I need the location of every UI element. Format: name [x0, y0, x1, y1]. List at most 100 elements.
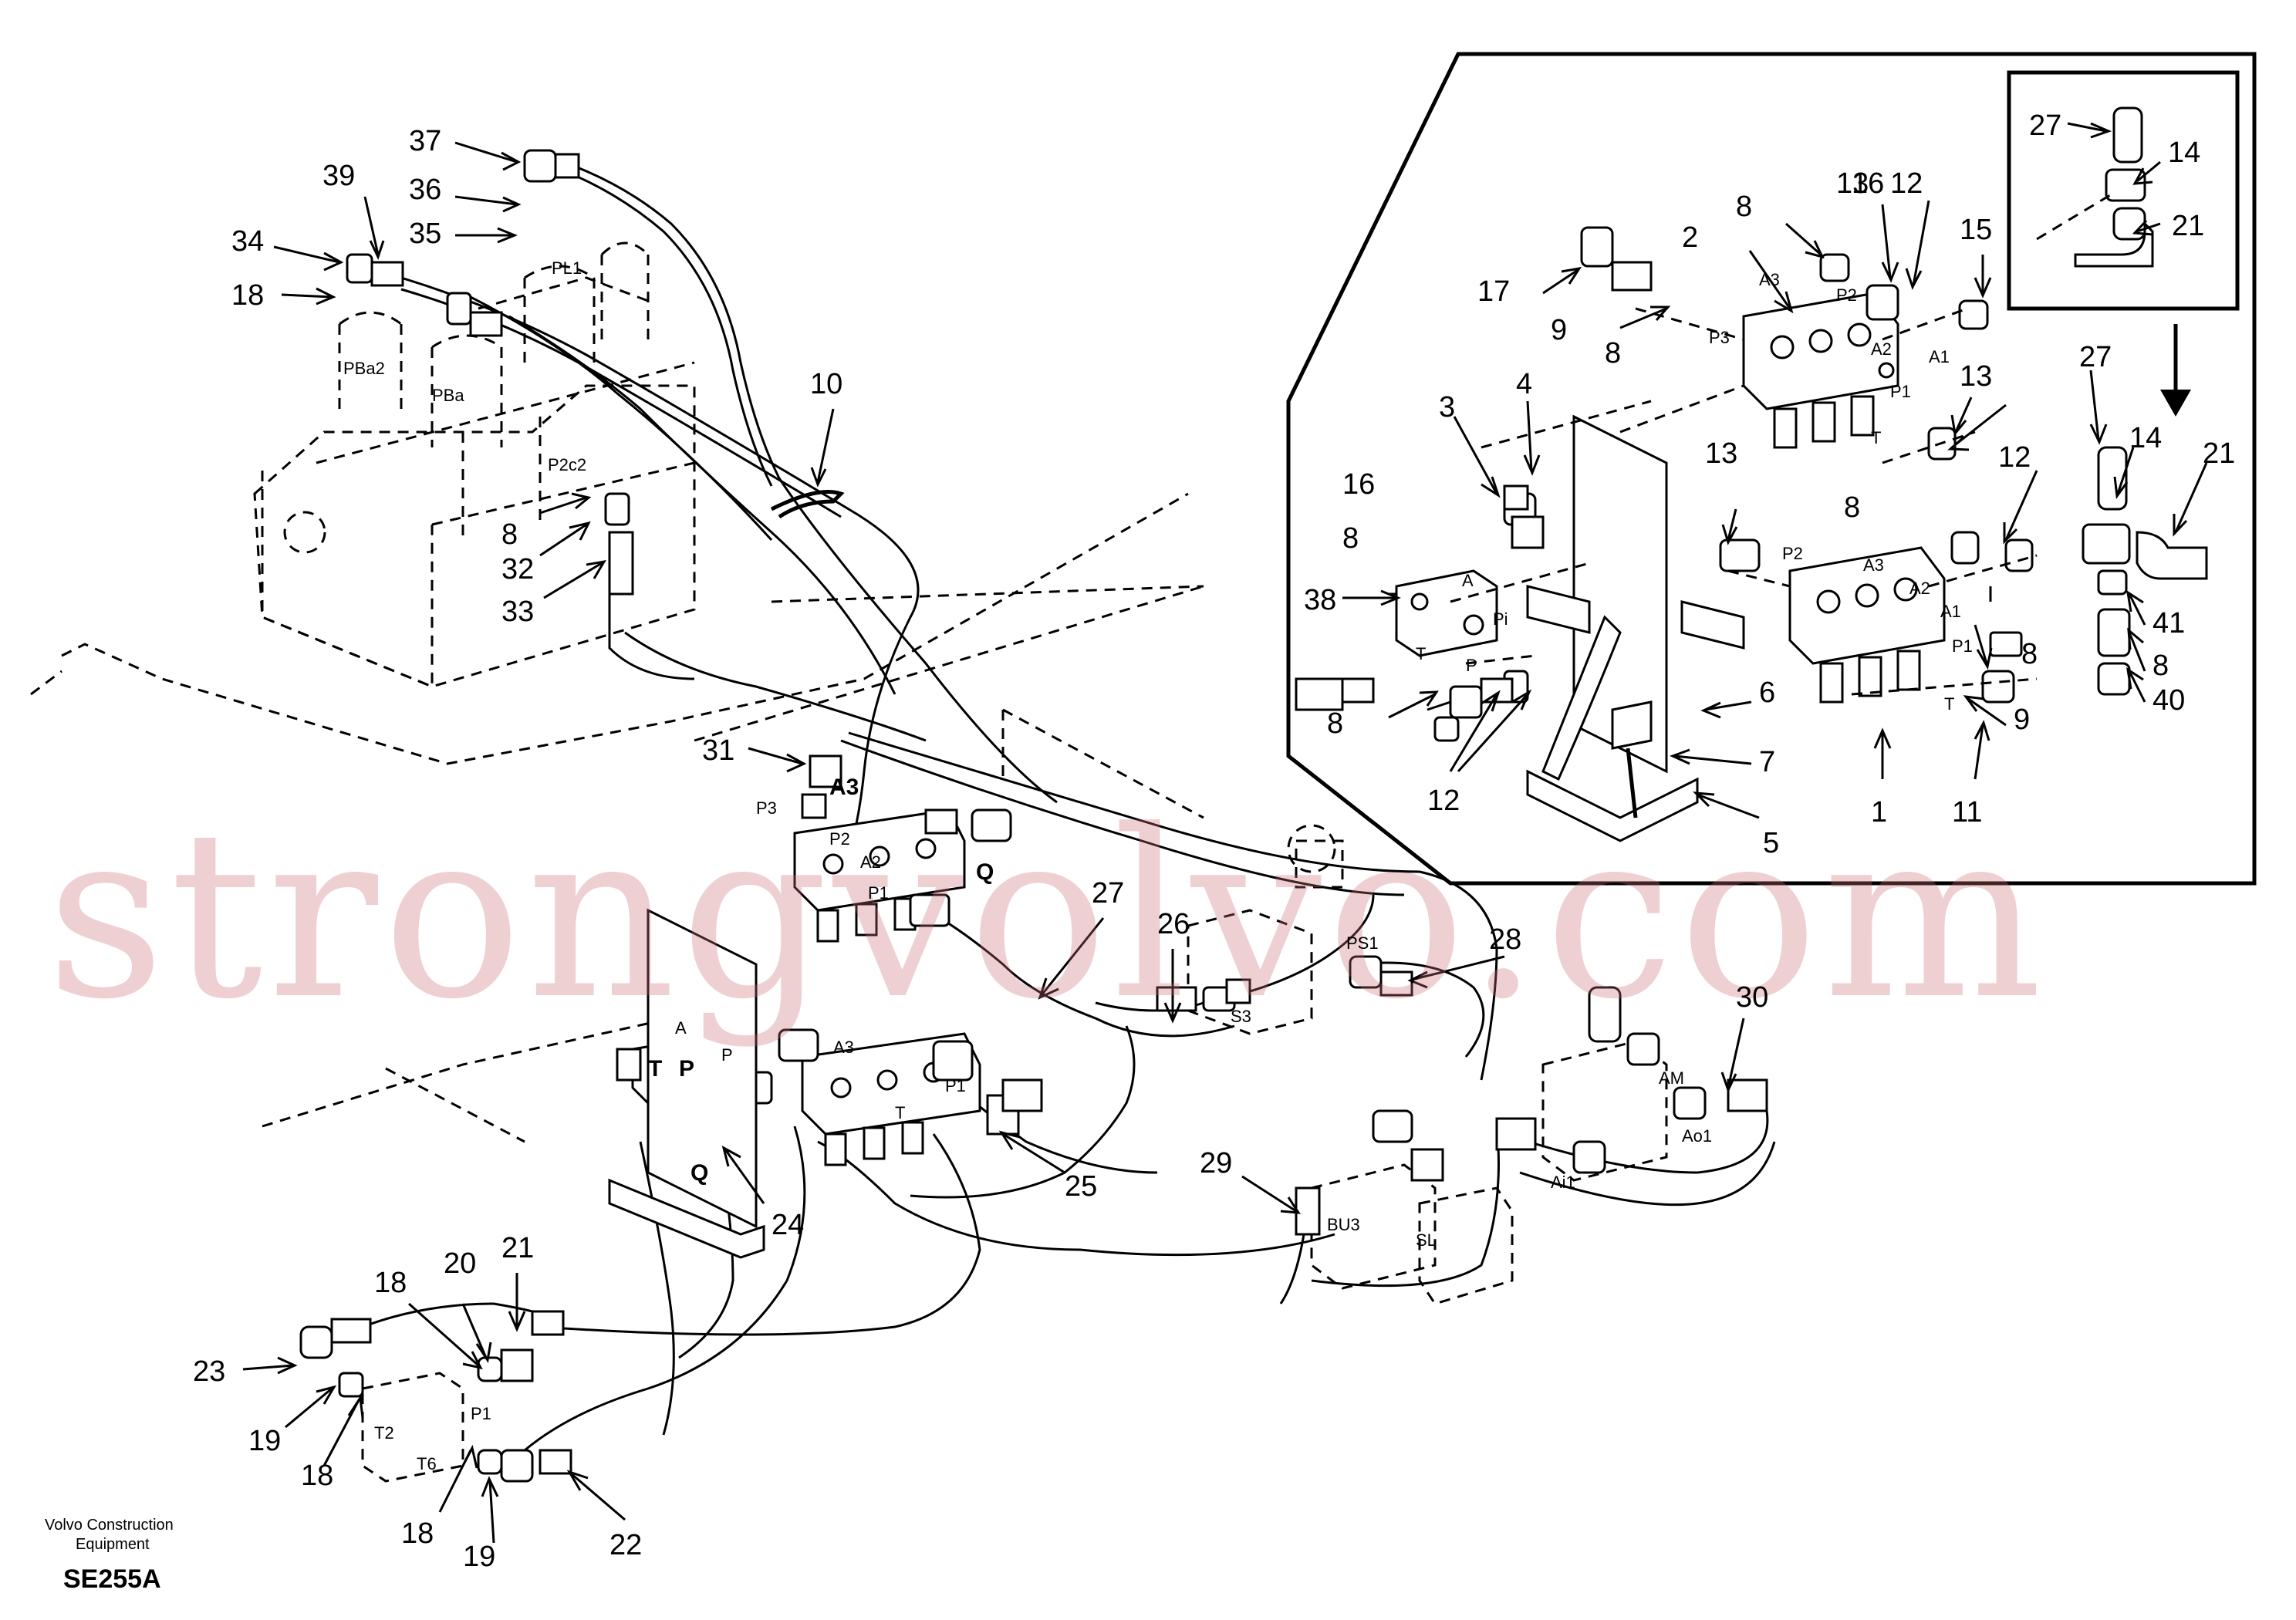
- port-s3: S3: [1231, 1007, 1251, 1026]
- callout-9: 9: [1551, 314, 1567, 346]
- port-t-lower: T: [895, 1103, 905, 1122]
- port-a-small: A: [675, 1018, 687, 1038]
- callout-27: 27: [1092, 877, 1124, 910]
- callout-30: 30: [1736, 981, 1768, 1014]
- port-p3: P3: [756, 798, 777, 818]
- callout-14-sub: 14: [2168, 137, 2200, 169]
- port-p1-block: P1: [471, 1404, 491, 1423]
- inset-port-p1: P1: [1890, 382, 1911, 401]
- callout-21-inset: 21: [2203, 437, 2235, 470]
- callout-8-inset-a: 8: [1736, 191, 1752, 223]
- callout-13: 13: [1836, 167, 1869, 200]
- inset-port-tb: T: [1944, 694, 1954, 714]
- callout-18: 18: [231, 279, 264, 312]
- inset-port-a3: A3: [1759, 270, 1780, 289]
- callout-15: 15: [1960, 214, 1992, 246]
- callout-18b: 18: [374, 1267, 407, 1299]
- watermark-text: strongvolvo.com: [46, 781, 2047, 1050]
- callout-13b: 13: [1705, 437, 1737, 470]
- port-t6: T6: [417, 1454, 437, 1473]
- callout-8-inset-e: 8: [1844, 491, 1860, 524]
- callout-12: 12: [1890, 167, 1923, 200]
- callout-28: 28: [1489, 923, 1521, 956]
- port-pba: PBa: [432, 386, 464, 405]
- callout-38: 38: [1304, 584, 1336, 616]
- callout-2: 2: [1682, 221, 1698, 254]
- callout-34: 34: [231, 225, 264, 258]
- callout-18d: 18: [401, 1517, 434, 1550]
- port-a3-lower: A3: [833, 1038, 854, 1057]
- inset-port-pi: Pi: [1493, 609, 1508, 629]
- callout-36: 36: [409, 174, 441, 206]
- callout-14-inset: 14: [2129, 422, 2162, 454]
- callout-41: 41: [2152, 607, 2185, 640]
- callout-19b: 19: [463, 1541, 495, 1573]
- callout-8-inset-g: 8: [2152, 650, 2169, 682]
- inset-port-a1: A1: [1929, 347, 1950, 366]
- port-t2: T2: [374, 1423, 394, 1443]
- callout-35: 35: [409, 218, 441, 250]
- inset-port-a2: A2: [1871, 339, 1892, 359]
- inset-port-a2b: A2: [1909, 579, 1930, 598]
- callout-21: 21: [501, 1232, 534, 1264]
- callout-33: 33: [501, 596, 534, 628]
- callout-4: 4: [1516, 368, 1532, 400]
- inset-port-p2: P2: [1836, 285, 1857, 305]
- port-p-small-b: P: [721, 1045, 733, 1065]
- footer: Volvo Construction Equipment SE255A: [45, 1517, 174, 1594]
- port-labels-inset: A3 P2 P3 A2 A1 P1 T P2 A3 A2 A1 P1 T A P…: [1416, 270, 1973, 714]
- callout-8-inset-d: 8: [1327, 707, 1343, 740]
- port-p2c2: P2c2: [548, 455, 586, 474]
- callout-19: 19: [248, 1425, 281, 1457]
- callout-21-sub: 21: [2172, 210, 2204, 242]
- port-ps1: PS1: [1346, 933, 1379, 953]
- port-labels-main: PL1 PBa2 PBa P2c2 P3 A3 P2 A2 P1 Q A3 P1…: [343, 258, 1712, 1473]
- callout-16b: 16: [1342, 468, 1375, 501]
- port-p2: P2: [829, 829, 850, 849]
- port-p1-lower: P1: [945, 1076, 966, 1095]
- port-ao1: Ao1: [1682, 1126, 1712, 1146]
- inset-port-a3b: A3: [1863, 555, 1884, 575]
- inset-port-t-valve: T: [1416, 644, 1426, 663]
- brand-line-1: Volvo Construction: [45, 1517, 174, 1534]
- callout-8: 8: [501, 518, 518, 551]
- callout-labels-inset: 16 13 12 8 15 2 17 9 8 3 4 16 8 38 8 12 …: [1304, 110, 2235, 859]
- callout-16: 16: [1852, 167, 1884, 200]
- callout-8-inset-c: 8: [1342, 522, 1359, 555]
- brand-line-2: Equipment: [76, 1536, 150, 1553]
- port-a2: A2: [860, 852, 881, 872]
- callout-11: 11: [1952, 796, 1982, 829]
- callout-24: 24: [772, 1209, 804, 1241]
- port-p1: P1: [868, 883, 889, 903]
- callout-29: 29: [1200, 1147, 1232, 1180]
- inset-port-p-valve: P: [1466, 656, 1477, 675]
- port-p-small: P: [679, 1056, 694, 1082]
- port-sl: SL: [1416, 1230, 1437, 1250]
- port-ai1: Ai1: [1551, 1173, 1575, 1192]
- fittings-main: [299, 149, 1768, 1483]
- callout-17: 17: [1477, 275, 1510, 308]
- callout-12b: 12: [1427, 785, 1460, 817]
- callout-5: 5: [1763, 827, 1779, 859]
- figure-code: SE255A: [63, 1564, 161, 1594]
- callout-26: 26: [1157, 908, 1190, 940]
- inset-port-p3: P3: [1709, 328, 1730, 347]
- callout-3: 3: [1439, 391, 1455, 424]
- callout-31: 31: [702, 734, 734, 767]
- callout-12c: 12: [1998, 441, 2031, 474]
- port-q-lower: Q: [690, 1160, 708, 1186]
- callout-32: 32: [501, 553, 534, 586]
- callout-13c: 13: [1960, 360, 1992, 393]
- main-control-valve: [253, 241, 696, 689]
- leader-arrows: [242, 122, 2208, 1544]
- callout-18c: 18: [301, 1460, 333, 1492]
- port-t-small: T: [648, 1056, 662, 1082]
- inset-port-p2b: P2: [1782, 544, 1803, 563]
- port-bu3: BU3: [1327, 1215, 1360, 1234]
- callout-6: 6: [1759, 677, 1775, 709]
- callout-8-inset-f: 8: [2021, 638, 2038, 670]
- inset-port-a1b: A1: [1940, 602, 1961, 621]
- inset-port-a: A: [1462, 571, 1474, 590]
- callout-7: 7: [1759, 746, 1775, 778]
